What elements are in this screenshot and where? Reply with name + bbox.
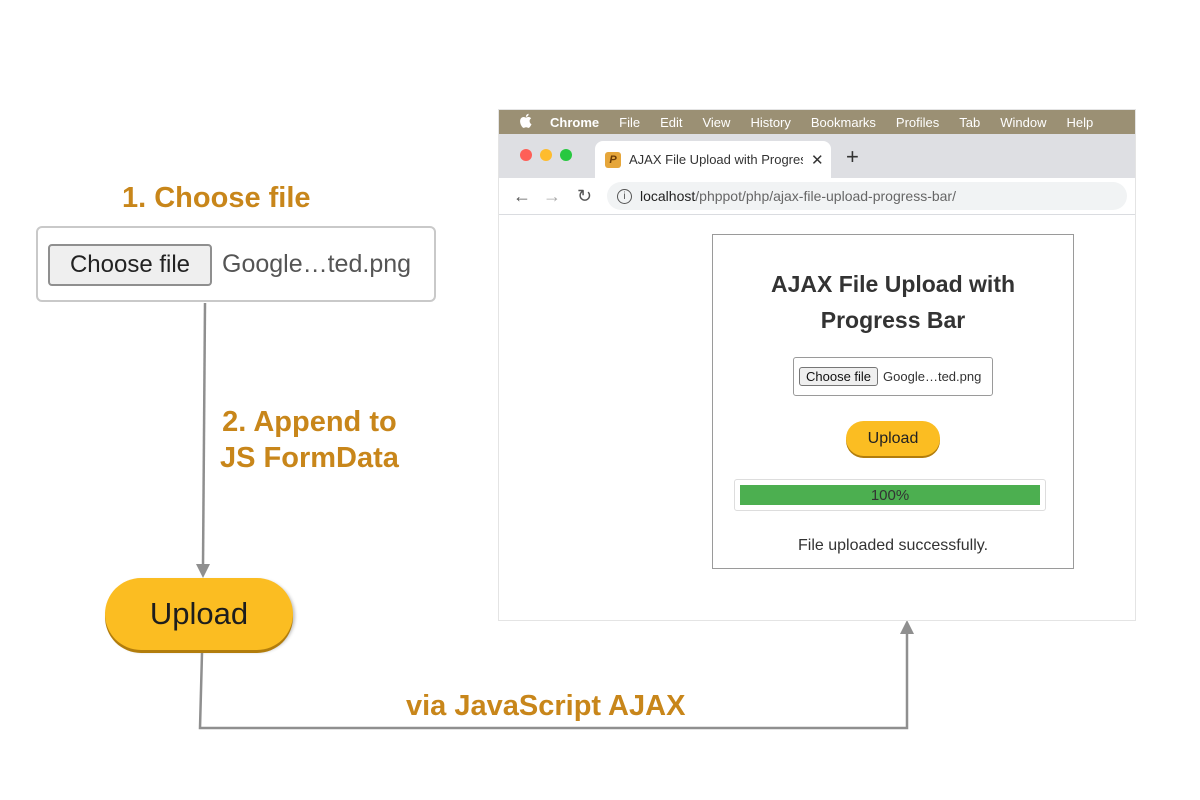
- menu-bookmarks[interactable]: Bookmarks: [810, 114, 876, 130]
- favicon-icon: P: [605, 151, 621, 168]
- step-append-line1: 2. Append to: [222, 406, 397, 438]
- new-tab-icon[interactable]: +: [846, 144, 859, 169]
- tab-strip: P AJAX File Upload with Progres ✕ +: [499, 134, 1135, 178]
- step-choose-file-label: 1. Choose file: [122, 182, 311, 214]
- window-close-button[interactable]: [520, 149, 532, 161]
- arrow-choose-to-upload-line: [201, 302, 207, 567]
- browser-tab-active[interactable]: P AJAX File Upload with Progres ✕: [595, 141, 831, 178]
- tab-title: AJAX File Upload with Progres: [629, 152, 803, 167]
- page-title-line2: Progress Bar: [820, 307, 966, 333]
- page-title: AJAX File Upload with Progress Bar: [713, 266, 1073, 338]
- step-ajax-label: via JavaScript AJAX: [406, 690, 686, 722]
- step-append-line2: JS FormData: [220, 442, 399, 474]
- progress-fill: 100%: [740, 485, 1040, 505]
- menu-view[interactable]: View: [702, 114, 731, 130]
- menu-chrome[interactable]: Chrome: [550, 114, 600, 130]
- step-append-formdata-label: 2. Append to JS FormData: [220, 404, 399, 476]
- address-bar-row: ← → ↻ i localhost /phppot/php/ajax-file-…: [499, 178, 1135, 215]
- page-title-line1: AJAX File Upload with: [770, 271, 1016, 297]
- upload-form-card: AJAX File Upload with Progress Bar Choos…: [712, 234, 1074, 569]
- menu-edit[interactable]: Edit: [660, 114, 683, 130]
- menu-tab[interactable]: Tab: [959, 114, 981, 130]
- url-host: localhost: [640, 188, 696, 204]
- url-field[interactable]: i localhost /phppot/php/ajax-file-upload…: [607, 182, 1127, 210]
- info-icon[interactable]: i: [617, 188, 632, 204]
- menu-profiles[interactable]: Profiles: [895, 114, 940, 130]
- file-name: Google…ted.png: [883, 369, 982, 384]
- window-zoom-button[interactable]: [560, 149, 572, 161]
- tab-close-icon[interactable]: ✕: [811, 151, 824, 169]
- file-input-large[interactable]: Choose file Google…ted.png: [36, 226, 436, 302]
- progress-label: 100%: [870, 486, 910, 504]
- status-message: File uploaded successfully.: [797, 537, 989, 554]
- file-input[interactable]: Choose file Google…ted.png: [793, 357, 993, 396]
- choose-file-button[interactable]: Choose file: [799, 367, 879, 386]
- reload-icon[interactable]: ↻: [577, 186, 593, 206]
- apple-icon[interactable]: [519, 113, 532, 131]
- choose-file-button-large[interactable]: Choose file: [48, 244, 212, 286]
- file-name-large: Google…ted.png: [222, 250, 412, 278]
- menu-file[interactable]: File: [619, 114, 641, 130]
- menu-help[interactable]: Help: [1066, 114, 1094, 130]
- arrow-upload-to-server-head: [900, 620, 914, 634]
- mac-menubar: Chrome File Edit View History Bookmarks …: [499, 110, 1135, 134]
- arrow-choose-to-upload-head: [196, 564, 210, 578]
- upload-button[interactable]: Upload: [846, 421, 940, 456]
- window-minimize-button[interactable]: [540, 149, 552, 161]
- back-arrow-icon[interactable]: ←: [513, 186, 531, 206]
- progress-bar: 100%: [734, 479, 1046, 511]
- url-path: /phppot/php/ajax-file-upload-progress-ba…: [695, 188, 956, 204]
- menu-window[interactable]: Window: [1000, 114, 1047, 130]
- upload-button-large[interactable]: Upload: [105, 578, 293, 650]
- forward-arrow-icon[interactable]: →: [543, 186, 561, 206]
- menu-history[interactable]: History: [750, 114, 791, 130]
